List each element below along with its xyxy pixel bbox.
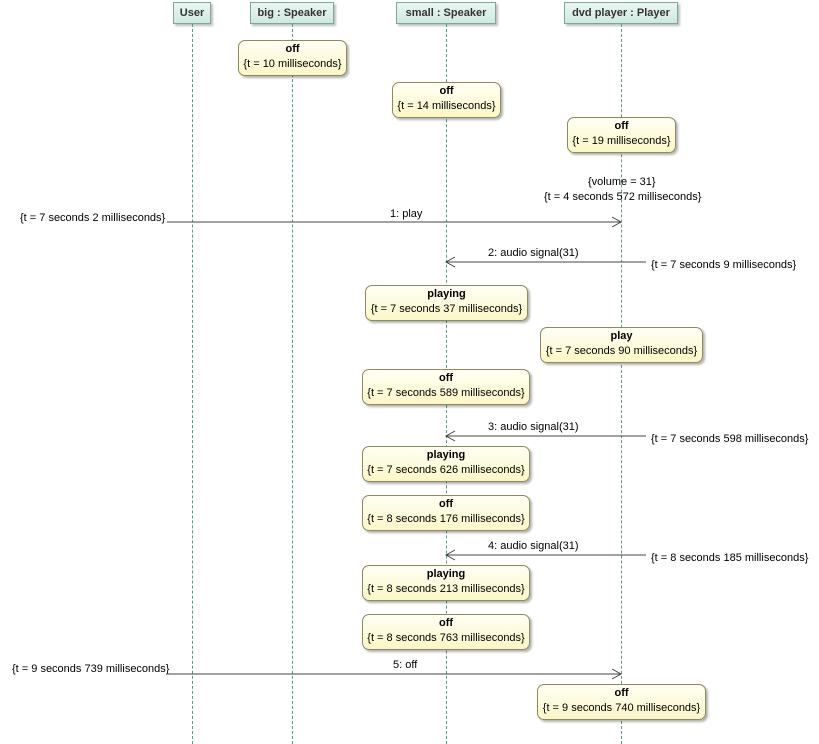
constraint-time: {t = 4 seconds 572 milliseconds} xyxy=(544,191,702,203)
state-dvd-off[interactable]: off {t = 19 milliseconds} xyxy=(567,117,676,153)
message-time-4: {t = 8 seconds 185 milliseconds} xyxy=(651,552,809,564)
message-label-5[interactable]: 5: off xyxy=(393,659,418,671)
state-dvd-play[interactable]: play {t = 7 seconds 90 milliseconds} xyxy=(540,327,703,363)
state-small-off[interactable]: off {t = 7 seconds 589 milliseconds} xyxy=(362,369,530,405)
state-name: playing xyxy=(426,449,466,461)
arrowhead-5 xyxy=(611,668,623,680)
volume-constraint: {volume = 31} xyxy=(588,176,656,188)
state-time: {t = 7 seconds 626 milliseconds} xyxy=(367,464,525,476)
lifeline-head-user[interactable]: User xyxy=(173,2,211,24)
message-label-2[interactable]: 2: audio signal(31) xyxy=(488,247,579,259)
state-name: playing xyxy=(427,288,466,300)
message-label-3[interactable]: 3: audio signal(31) xyxy=(488,421,579,433)
lifeline-user xyxy=(192,24,193,744)
state-big-off[interactable]: off {t = 10 milliseconds} xyxy=(238,40,347,76)
state-time: {t = 8 seconds 176 milliseconds} xyxy=(367,513,525,525)
state-dvd-off[interactable]: off {t = 9 seconds 740 milliseconds} xyxy=(537,684,706,720)
state-name: off xyxy=(438,372,454,384)
state-time: {t = 9 seconds 740 milliseconds} xyxy=(542,702,701,714)
state-name: off xyxy=(438,498,454,510)
state-small-playing[interactable]: playing {t = 7 seconds 626 milliseconds} xyxy=(362,446,530,482)
state-time: {t = 7 seconds 90 milliseconds} xyxy=(545,345,698,357)
state-small-playing[interactable]: playing {t = 7 seconds 37 milliseconds} xyxy=(365,285,528,321)
lifeline-head-dvd-player[interactable]: dvd player : Player xyxy=(564,2,678,24)
state-time: {t = 7 seconds 589 milliseconds} xyxy=(367,387,525,399)
message-label-1[interactable]: 1: play xyxy=(390,208,423,220)
state-time: {t = 14 milliseconds} xyxy=(397,100,496,112)
state-time: {t = 7 seconds 37 milliseconds} xyxy=(370,303,523,315)
state-name: playing xyxy=(426,568,466,580)
state-name: off xyxy=(439,85,454,97)
lifeline-dvd-player xyxy=(621,24,622,744)
state-small-playing[interactable]: playing {t = 8 seconds 213 milliseconds} xyxy=(362,565,530,601)
lifeline-big-speaker xyxy=(292,24,293,744)
message-label-4[interactable]: 4: audio signal(31) xyxy=(488,540,579,552)
state-time: {t = 10 milliseconds} xyxy=(243,58,342,70)
state-time: {t = 8 seconds 213 milliseconds} xyxy=(367,583,525,595)
arrowhead-3 xyxy=(444,430,456,442)
state-small-off[interactable]: off {t = 8 seconds 176 milliseconds} xyxy=(362,495,530,531)
arrowhead-2 xyxy=(444,256,456,268)
state-name: play xyxy=(610,330,633,342)
state-time: {t = 8 seconds 763 milliseconds} xyxy=(367,632,525,644)
state-small-off[interactable]: off {t = 14 milliseconds} xyxy=(392,82,501,118)
lifeline-head-big-speaker[interactable]: big : Speaker xyxy=(250,2,334,24)
state-name: off xyxy=(438,617,454,629)
state-name: off xyxy=(614,120,629,132)
state-name: off xyxy=(285,43,300,55)
state-time: {t = 19 milliseconds} xyxy=(572,135,671,147)
state-small-off[interactable]: off {t = 8 seconds 763 milliseconds} xyxy=(362,614,530,650)
message-time-1: {t = 7 seconds 2 milliseconds} xyxy=(20,212,166,224)
message-time-3: {t = 7 seconds 598 milliseconds} xyxy=(651,433,809,445)
message-time-2: {t = 7 seconds 9 milliseconds} xyxy=(651,259,797,271)
state-name: off xyxy=(614,687,629,699)
lifeline-head-small-speaker[interactable]: small : Speaker xyxy=(396,2,496,24)
message-time-5: {t = 9 seconds 739 milliseconds} xyxy=(12,663,170,675)
arrowhead-4 xyxy=(444,549,456,561)
arrowhead-1 xyxy=(611,216,623,228)
